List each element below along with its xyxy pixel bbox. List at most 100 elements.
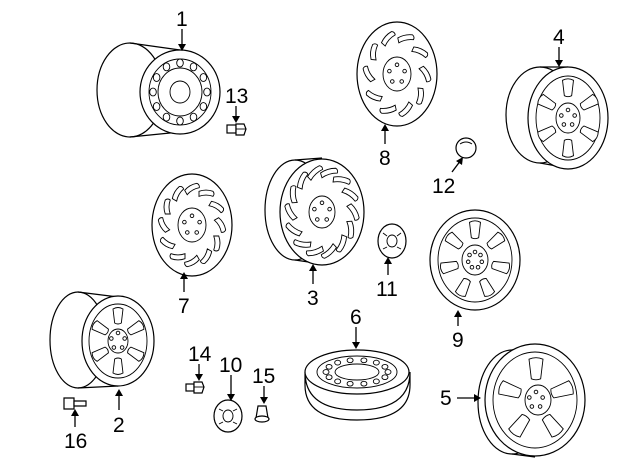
lug-hole	[559, 113, 564, 118]
part-3-turbine-wheel[interactable]	[264, 157, 365, 266]
part-8-wheel-cover[interactable]	[356, 21, 438, 127]
bolt-hole	[346, 357, 354, 364]
cover-slot	[208, 200, 225, 214]
spoke-window	[127, 346, 145, 362]
cover-slot	[198, 189, 215, 197]
lug-hole	[119, 345, 125, 350]
cover-slot	[159, 236, 176, 250]
cover-slot	[199, 248, 213, 265]
part-7-wheel-cover[interactable]	[151, 173, 233, 277]
spoke-window	[537, 125, 557, 143]
lug-hole	[533, 389, 539, 395]
part-1-steel-wheel[interactable]	[96, 42, 221, 138]
cover-slot	[213, 217, 227, 233]
lug-hole	[537, 404, 543, 409]
lug-hole	[315, 217, 320, 222]
lug-hole	[394, 62, 400, 68]
lug-hole	[527, 395, 532, 400]
lug-hole	[399, 79, 404, 84]
cover-slot	[332, 176, 351, 185]
spoke-window	[537, 93, 557, 111]
lug-hole	[529, 404, 535, 409]
spoke-window	[491, 260, 511, 275]
cover-slot	[289, 185, 298, 204]
callout-2: 2	[113, 414, 125, 437]
cover-slot	[285, 222, 303, 237]
lug-hole	[479, 259, 485, 265]
lug-hole	[115, 330, 121, 336]
cover-slot	[213, 235, 221, 252]
part-5-alloy-wheel[interactable]	[477, 343, 586, 458]
cover-slot	[184, 254, 200, 268]
lug-hole	[324, 217, 329, 222]
part-4-alloy-wheel[interactable]	[505, 66, 609, 170]
part-11-center-cap[interactable]	[377, 223, 407, 259]
lug-hole	[390, 79, 395, 84]
lug-hole	[194, 230, 199, 235]
bolt-hole	[199, 102, 208, 111]
lug-hole	[565, 107, 571, 113]
spoke-window	[91, 346, 109, 362]
cover-slot	[415, 87, 424, 105]
spoke-window	[562, 78, 574, 98]
part-2-styled-wheel[interactable]	[49, 291, 155, 389]
lug-hole	[319, 200, 325, 206]
cover-slot	[293, 239, 312, 248]
bolt-hole	[152, 73, 161, 82]
bolt-hole	[334, 378, 342, 385]
spoke-window	[454, 278, 471, 297]
lug-hole	[312, 206, 317, 212]
bolt-hole	[162, 62, 171, 72]
part-15-valve-stem[interactable]	[254, 405, 270, 423]
callout-14: 14	[188, 343, 212, 366]
lug-hole	[109, 336, 114, 341]
bolt-hole	[346, 380, 354, 387]
bolt-hole	[334, 359, 342, 366]
bolt-hole	[325, 374, 333, 381]
part-16-wheel-bolt[interactable]	[63, 397, 87, 410]
cover-slot	[346, 220, 355, 239]
bolt-hole	[152, 102, 161, 111]
callout-9: 9	[452, 329, 464, 352]
spoke-window	[562, 138, 574, 158]
bolt-hole	[176, 58, 184, 68]
spoke-window	[112, 357, 124, 375]
cover-slot	[320, 242, 338, 259]
bolt-hole	[322, 369, 330, 375]
spoke-window	[112, 307, 124, 325]
lug-hole	[569, 122, 575, 127]
bolt-hole	[189, 112, 198, 122]
spoke-window	[469, 220, 481, 240]
cover-slot	[346, 203, 360, 221]
lug-hole	[402, 68, 407, 74]
callout-12: 12	[432, 175, 455, 198]
callout-labels: 1 2 3 4 5 6 7 8 9 10 11 12 13 14 15 16	[64, 8, 565, 453]
lug-hole	[182, 219, 187, 225]
lug-hole	[540, 395, 545, 400]
bolt-hole	[199, 73, 208, 82]
lug-hole	[387, 68, 392, 74]
part-14-lug-nut[interactable]	[185, 381, 205, 394]
leader-lines	[71, 29, 563, 427]
part-10-center-cap[interactable]	[213, 399, 243, 433]
bolt-hole	[325, 363, 333, 370]
cover-slot	[411, 46, 429, 59]
cover-slot	[362, 65, 376, 83]
part-9-wheel-cover[interactable]	[429, 209, 521, 311]
bolt-hole	[360, 380, 368, 387]
cover-slot	[184, 182, 200, 196]
cover-slot	[305, 245, 325, 257]
lug-hole	[467, 252, 472, 258]
spoke-window	[127, 320, 145, 336]
callout-15: 15	[252, 365, 275, 388]
lug-hole	[465, 259, 471, 265]
part-6-spare-wheel[interactable]	[304, 349, 411, 421]
lug-hole	[197, 219, 202, 225]
cover-slot	[398, 101, 414, 117]
part-12-cap[interactable]	[455, 137, 477, 159]
spoke-window	[498, 380, 522, 399]
spoke-window	[439, 260, 459, 275]
part-13-lug-nut[interactable]	[226, 123, 247, 136]
callout-11: 11	[376, 278, 398, 301]
